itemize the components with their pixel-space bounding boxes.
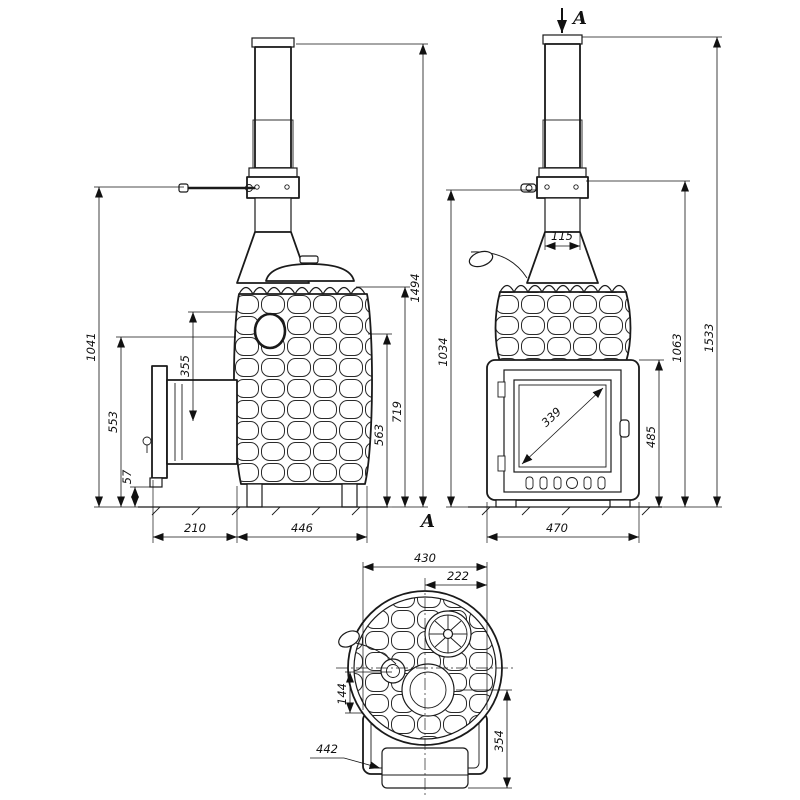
mount-bracket	[149, 477, 163, 488]
legs	[246, 483, 358, 508]
dim-430: 430	[362, 551, 488, 710]
lid-handle	[299, 255, 319, 264]
dim-label-1041: 1041	[84, 332, 98, 361]
stone-lid	[265, 255, 355, 282]
air-vents	[525, 476, 606, 490]
stones-top	[238, 286, 366, 296]
stones-fill-front	[495, 292, 631, 362]
dim-label-719: 719	[390, 401, 404, 423]
pipe-collar	[246, 167, 300, 233]
flue-wheel	[424, 610, 472, 658]
dim-553: 553	[106, 336, 236, 507]
dim-label-485: 485	[644, 426, 658, 448]
dim-label-470: 470	[546, 521, 568, 535]
dim-354: 354	[456, 689, 512, 789]
dim-label-430: 430	[414, 551, 436, 565]
dim-719: 719	[356, 286, 410, 508]
tunnel-flange	[151, 365, 168, 479]
dim-1034: 1034	[436, 189, 537, 508]
dim-label-1063: 1063	[670, 333, 684, 362]
damper-rod	[178, 183, 255, 193]
fire-tunnel	[142, 365, 238, 488]
stone-basket-front	[494, 284, 632, 363]
dim-label-210: 210	[184, 521, 206, 535]
door-handle	[619, 419, 630, 438]
dim-115: 115	[544, 229, 581, 250]
dim-563: 563	[368, 333, 392, 508]
ladle-top	[338, 630, 397, 665]
section-letter-top: A	[571, 8, 587, 29]
floor-hatch	[481, 506, 651, 516]
door-hinge	[497, 381, 506, 398]
dim-210: 210	[152, 480, 238, 543]
leg	[246, 483, 263, 508]
dim-57: 57	[120, 469, 150, 507]
stones-fill	[233, 294, 373, 484]
tunnel-body	[166, 379, 238, 465]
dim-442: 442	[310, 742, 381, 770]
floor-line-front	[468, 506, 662, 516]
dim-446: 446	[237, 486, 368, 543]
vent-slot	[553, 476, 562, 490]
door-glass-outer	[513, 379, 612, 473]
floor-line	[138, 506, 388, 516]
dim-1494: 1494	[296, 43, 428, 508]
floor-hatch	[151, 506, 361, 516]
ladle	[468, 250, 528, 279]
section-arrow: A	[557, 8, 587, 33]
dim-label-553: 553	[106, 411, 120, 433]
vent-slot	[525, 476, 534, 490]
dim-144: 144	[335, 671, 392, 714]
dim-1041: 1041	[84, 186, 184, 508]
damper-handle	[178, 183, 189, 193]
door-hinge	[497, 455, 506, 472]
stones-top-front	[499, 284, 627, 294]
vent-slot	[583, 476, 592, 490]
leg	[341, 483, 358, 508]
pipe-collar-front	[520, 167, 589, 233]
steam-outlet	[253, 312, 287, 350]
dim-label-354: 354	[492, 730, 506, 752]
valve-ring	[380, 658, 406, 684]
latch	[142, 436, 152, 446]
dim-label-1494: 1494	[408, 273, 422, 302]
foot	[609, 499, 631, 508]
top-view: 430 222 144 442 354	[310, 551, 514, 795]
dim-470: 470	[486, 502, 640, 543]
centerlines	[336, 578, 514, 795]
foot	[495, 499, 517, 508]
dim-label-446: 446	[291, 521, 313, 535]
dim-label-355: 355	[178, 355, 192, 377]
feet	[495, 499, 631, 508]
door-glass-inner	[518, 384, 607, 468]
dim-label-115: 115	[551, 229, 573, 243]
dim-1063: 1063	[586, 180, 690, 508]
vent-slot	[597, 476, 606, 490]
vent-slot	[539, 476, 548, 490]
vent-knob	[566, 477, 578, 489]
dim-label-57: 57	[120, 469, 134, 484]
dim-label-563: 563	[372, 424, 386, 446]
side-view: 1041 553 57 355 210 446	[84, 37, 435, 543]
front-view: A	[436, 8, 722, 543]
chimney-pipe	[251, 37, 295, 169]
firebox: 339	[486, 359, 640, 501]
dim-355: 355	[178, 311, 236, 421]
section-letter-bottom: A	[419, 511, 435, 532]
dim-1533: 1533	[582, 36, 722, 508]
dim-485: 485	[639, 359, 664, 508]
dim-label-144: 144	[335, 683, 349, 705]
dim-label-1533: 1533	[702, 323, 716, 352]
dim-222: 222	[425, 569, 487, 589]
dim-label-222: 222	[447, 569, 469, 583]
dim-label-442: 442	[316, 742, 338, 756]
wheel-spokes	[429, 615, 467, 653]
funnel-ring	[401, 663, 455, 717]
chimney-pipe-front	[542, 34, 583, 169]
stone-basket	[233, 286, 373, 485]
dim-label-1034: 1034	[436, 337, 450, 366]
